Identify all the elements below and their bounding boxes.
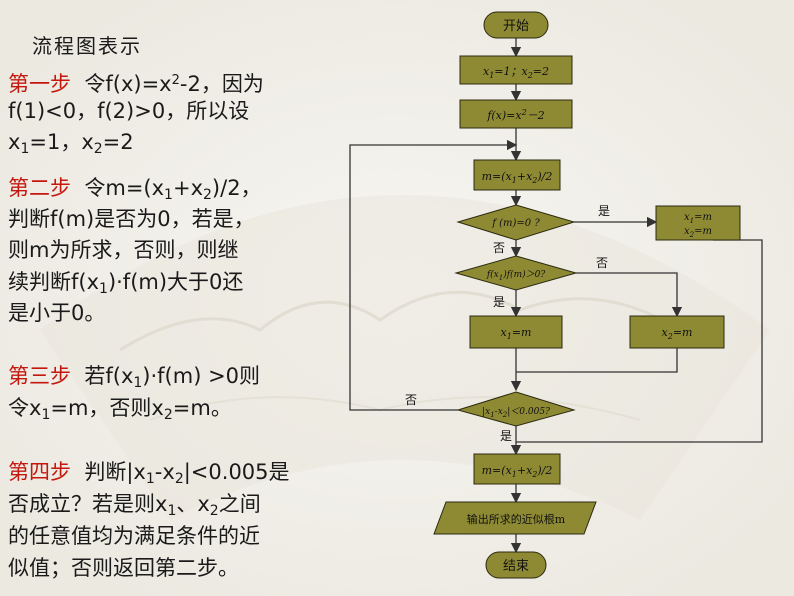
svg-text:f(x)=x2－2: f(x)=x2－2	[486, 108, 544, 122]
midpoint-box-2: m=(x1+x2)/2	[473, 453, 561, 485]
step4-line1: 第四步 判断|x1-x2|<0.005是	[8, 460, 290, 487]
step4-line3: 的任意值均为满足条件的近	[8, 524, 260, 548]
svg-text:x2=m: x2=m	[662, 326, 693, 341]
no-label-3: 否	[405, 393, 417, 407]
condition-fm-zero: f (m)=0 ?	[456, 204, 576, 241]
svg-text:f(x1)f(m)＞0?: f(x1)f(m)＞0?	[486, 269, 546, 282]
svg-text:m=(x1+x2)/2: m=(x1+x2)/2	[482, 464, 553, 479]
step4-line4: 似值；否则返回第二步。	[8, 556, 239, 580]
condition-product-positive: f(x1)f(m)＞0?	[454, 255, 578, 291]
step1-line1: 第一步 令f(x)=x2-2，因为	[8, 72, 264, 96]
set-x1-box: x1=m	[469, 315, 563, 349]
svg-text:x1=m: x1=m	[684, 212, 712, 225]
start-node: 开始	[483, 11, 549, 39]
end-node: 结束	[485, 551, 547, 579]
svg-text:x2=m: x2=m	[684, 226, 712, 239]
step2-line2: 判断f(m)是否为0，若是，	[8, 207, 255, 231]
step2-line4: 续判断f(x1)·f(m)大于0还	[8, 270, 244, 297]
no-label-2: 否	[596, 256, 608, 270]
step1-line2: f(1)<0，f(2)>0，所以设	[8, 99, 250, 123]
step1-label: 第一步	[8, 72, 71, 96]
step4-label: 第四步	[8, 460, 71, 484]
condition-tolerance: |x1-x2|＜0.005?	[456, 391, 576, 427]
yes-label-3: 是	[500, 429, 512, 443]
svg-text:开始: 开始	[503, 19, 529, 34]
svg-text:x1=m: x1=m	[501, 326, 532, 341]
result-box: x1=m x2=m	[655, 205, 741, 241]
step2-line1: 第二步 令m=(x1+x2)/2，	[8, 176, 262, 203]
step3-line2: 令x1=m，否则x2=m。	[8, 396, 232, 423]
step2-line3: 则m为所求，否则，则继	[8, 238, 239, 262]
yes-label-1: 是	[598, 204, 610, 218]
svg-text:f (m)=0 ?: f (m)=0 ?	[491, 218, 540, 229]
init-box: x1=1；x2=2	[459, 55, 573, 85]
output-box: 输出所求的近似根m	[433, 501, 597, 535]
step3-label: 第三步	[8, 364, 71, 388]
svg-text:|x1-x2|＜0.005?: |x1-x2|＜0.005?	[482, 407, 550, 419]
midpoint-box-1: m=(x1+x2)/2	[473, 159, 561, 191]
svg-text:输出所求的近似根m: 输出所求的近似根m	[467, 512, 566, 526]
page-title: 流程图表示	[32, 34, 142, 58]
no-label-1: 否	[493, 241, 505, 255]
step2-label: 第二步	[8, 176, 71, 200]
step3-line1: 第三步 若f(x1)·f(m) >0则	[8, 364, 261, 391]
step2-line5: 是小于0。	[8, 301, 106, 325]
svg-text:结束: 结束	[503, 559, 529, 574]
yes-label-2: 是	[493, 295, 505, 309]
step1-line3: x1=1，x2=2	[8, 130, 134, 157]
function-box: f(x)=x2－2	[459, 99, 573, 129]
set-x2-box: x2=m	[629, 315, 725, 349]
svg-text:m=(x1+x2)/2: m=(x1+x2)/2	[482, 170, 553, 185]
step4-line2: 否成立？若是则x1、x2之间	[8, 492, 261, 519]
svg-text:x1=1；x2=2: x1=1；x2=2	[483, 65, 549, 80]
